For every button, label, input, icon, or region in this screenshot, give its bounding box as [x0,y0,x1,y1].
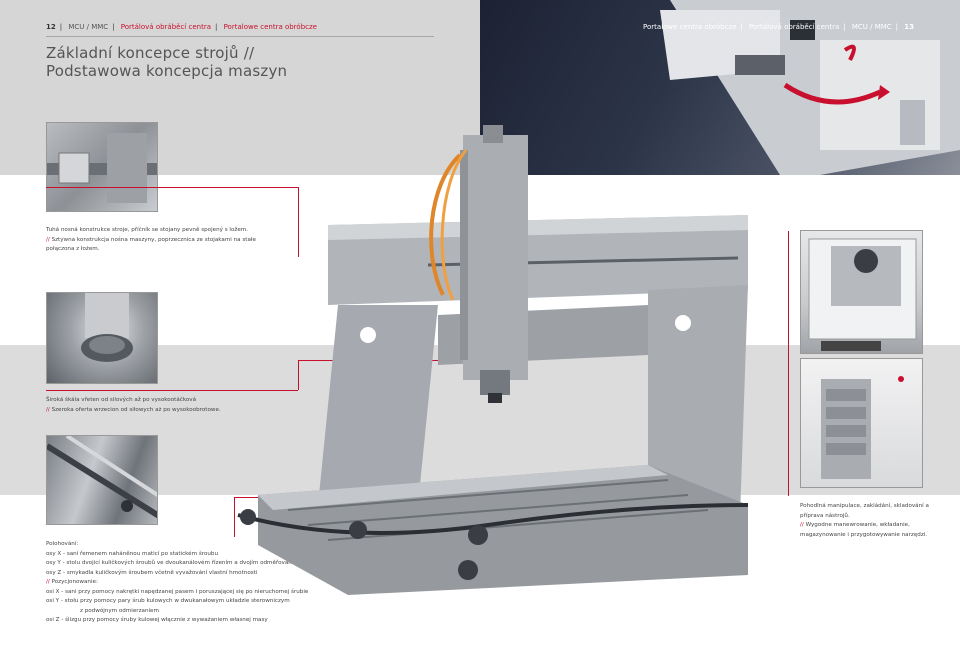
header-divider [46,36,434,37]
gantry-machine-illustration [237,125,749,595]
positioning-x-cz: osy X - saní řemenem naháněnou maticí po… [46,550,219,557]
section-pl-left: Portalowe centra obróbcze [223,23,317,31]
header-photo-right [480,0,960,175]
caption-spindles-cz: Široká škála vřeten od silových až po vy… [46,397,197,403]
header-left: 12| MCU / MMC| Portálová obráběcí centra… [46,23,317,31]
caption-tools-pl: Wygodne manewrowanie, wkładanie, magazyn… [800,522,928,538]
caption-positioning: Polohování: osy X - saní řemenem naháněn… [46,540,316,626]
frame-detail-photo [46,122,158,212]
page-number-right: 13 [904,23,914,31]
tool-cabinet-photo [800,358,923,488]
header-right: Portalowe centra obróbcze| Portálová obr… [643,23,914,31]
caption-frame-cz: Tuhá nosná konstrukce stroje, příčník se… [46,227,248,233]
caption-tools: Pohodlná manipulace, zakládání, skladová… [800,502,930,540]
ballscrew-detail-photo [46,435,158,525]
positioning-heading-pl: Pozycjonowanie: [51,579,98,585]
leader-line-axes-v [234,497,235,537]
leader-line-frame [46,187,298,188]
spindle-detail-photo [46,292,158,384]
caption-frame-pl: Sztywna konstrukcja nośna maszyny, poprz… [46,236,256,253]
positioning-heading-cz: Polohování: [46,541,79,547]
title-cz: Základní koncepce strojů // [46,44,255,62]
section-cz-left: Portálová obráběcí centra [120,23,211,31]
caption-spindles: Široká škála vřeten od silových až po vy… [46,396,276,415]
tool-magazine-photo [800,230,923,354]
caption-tools-prefix: // [800,522,804,528]
section-cz-right: Portálová obráběcí centra [749,23,840,31]
caption-spindles-prefix: // [46,406,50,413]
positioning-y-pl-cont: z podwójnym odmierzaniem [80,607,159,614]
caption-spindles-pl: Szeroka oferta wrzecion od siłowych aż p… [51,406,221,413]
page-title: Základní koncepce strojů // Podstawowa k… [46,44,287,80]
leader-line-frame-v [298,187,299,257]
page-number-left: 12 [46,23,56,31]
positioning-z-pl: osi Z - ślizgu przy pomocy śruby kulowej… [46,617,268,623]
leader-line-spindle [46,390,298,391]
leader-line-tools [788,231,789,496]
leader-line-spindle-v [298,360,299,390]
positioning-prefix: // [46,579,50,585]
positioning-y-pl: osi Y - stołu przy pomocy pary śrub kulo… [46,598,290,604]
caption-frame: Tuhá nosná konstrukce stroje, příčník se… [46,226,276,255]
caption-tools-cz: Pohodlná manipulace, zakládání, skladová… [800,503,929,519]
positioning-y-cz: osy Y - stolu dvojicí kuličkových šroubů… [46,560,299,566]
positioning-x-pl: osi X - sani przy pomocy nakrętki napędz… [46,588,309,595]
positioning-z-cz: osy Z - smykadla kuličkovým šroubem včet… [46,569,258,576]
caption-frame-prefix: // [46,236,50,243]
series-label-right: MCU / MMC [851,23,892,31]
series-label-left: MCU / MMC [68,23,109,31]
section-pl-right: Portalowe centra obróbcze [643,23,737,31]
title-pl: Podstawowa koncepcja maszyn [46,62,288,80]
enclosure-photo [660,0,960,175]
